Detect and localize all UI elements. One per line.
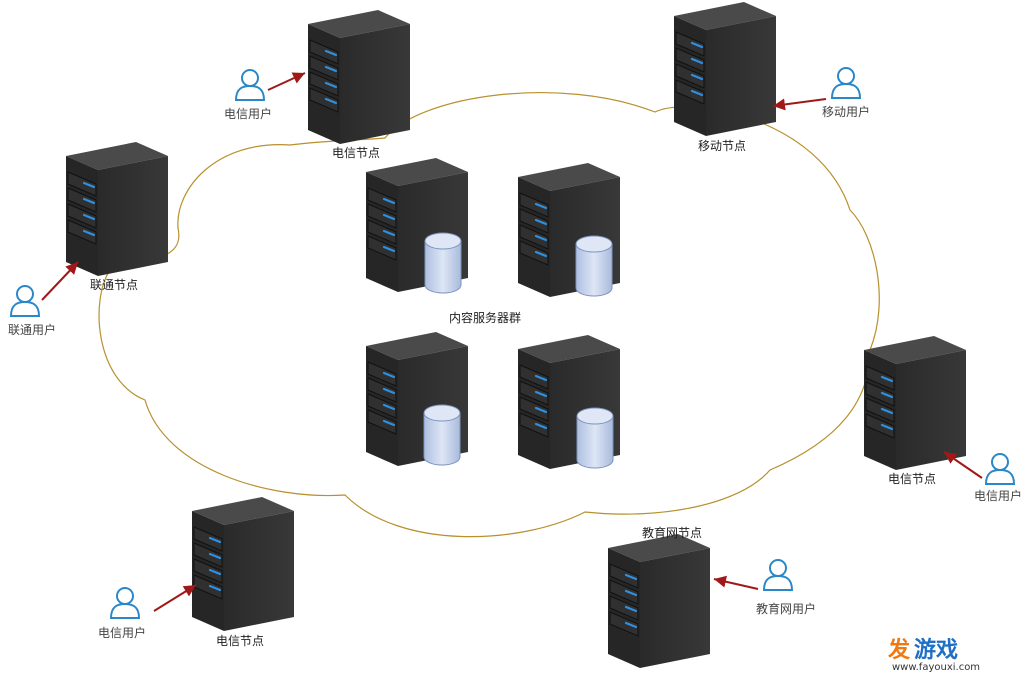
- content-server: [516, 161, 622, 299]
- user-unicom: 联通用户: [8, 261, 79, 337]
- watermark-char1: 发: [887, 637, 911, 663]
- content-server: [364, 156, 470, 294]
- user-label: 电信用户: [98, 625, 146, 640]
- user-label: 移动用户: [822, 104, 870, 119]
- user-icon: [110, 587, 140, 619]
- user-icon: [985, 453, 1015, 485]
- arrow-icon: [713, 575, 759, 590]
- arrow-icon: [943, 451, 983, 479]
- node-label: 电信节点: [216, 634, 264, 648]
- watermark-url: www.fayouxi.com: [892, 662, 980, 673]
- content-server: [516, 333, 622, 471]
- user-label: 电信用户: [974, 488, 1022, 503]
- database-icon: [576, 407, 614, 469]
- watermark-logo: 发 游戏 www.fayouxi.com: [887, 637, 980, 673]
- user-label: 教育网用户: [756, 601, 816, 616]
- server-icon: [672, 0, 778, 138]
- content-server-cluster: 内容服务器群: [364, 156, 622, 471]
- arrow-icon: [41, 261, 79, 301]
- content-server: [364, 330, 470, 468]
- user-telecom-right: 电信用户: [943, 451, 1022, 503]
- user-icon: [831, 67, 861, 99]
- user-icon: [10, 285, 40, 317]
- node-label: 联通节点: [90, 278, 138, 292]
- node-label: 移动节点: [698, 139, 746, 153]
- server-icon: [306, 8, 412, 146]
- database-icon: [424, 232, 462, 294]
- user-education: 教育网用户: [713, 559, 816, 616]
- node-telecom-right: 电信节点: [862, 334, 968, 486]
- user-icon: [763, 559, 793, 591]
- cluster-label: 内容服务器群: [449, 310, 521, 325]
- node-unicom: 联通节点: [64, 140, 170, 292]
- node-label: 电信节点: [888, 472, 936, 486]
- server-icon: [606, 532, 712, 670]
- arrow-icon: [772, 98, 827, 111]
- node-telecom-bottom: 电信节点: [190, 495, 296, 648]
- user-icon: [235, 69, 265, 101]
- node-telecom-top: 电信节点: [306, 8, 412, 160]
- node-mobile: 移动节点: [672, 0, 778, 153]
- user-label: 联通用户: [8, 322, 56, 337]
- arrow-icon: [267, 72, 306, 91]
- server-icon: [190, 495, 296, 633]
- arrow-icon: [153, 584, 197, 612]
- node-label: 教育网节点: [642, 525, 702, 540]
- user-label: 电信用户: [224, 106, 272, 121]
- node-label: 电信节点: [332, 146, 380, 160]
- cloud-outline: [98, 92, 880, 538]
- database-icon: [575, 235, 613, 297]
- user-telecom-top: 电信用户: [224, 69, 306, 121]
- server-icon: [862, 334, 968, 472]
- database-icon: [423, 404, 461, 466]
- node-education: 教育网节点: [606, 525, 712, 670]
- watermark-char2: 游戏: [914, 637, 958, 663]
- server-icon: [64, 140, 170, 278]
- user-telecom-bottom: 电信用户: [98, 584, 197, 640]
- user-mobile: 移动用户: [772, 67, 870, 119]
